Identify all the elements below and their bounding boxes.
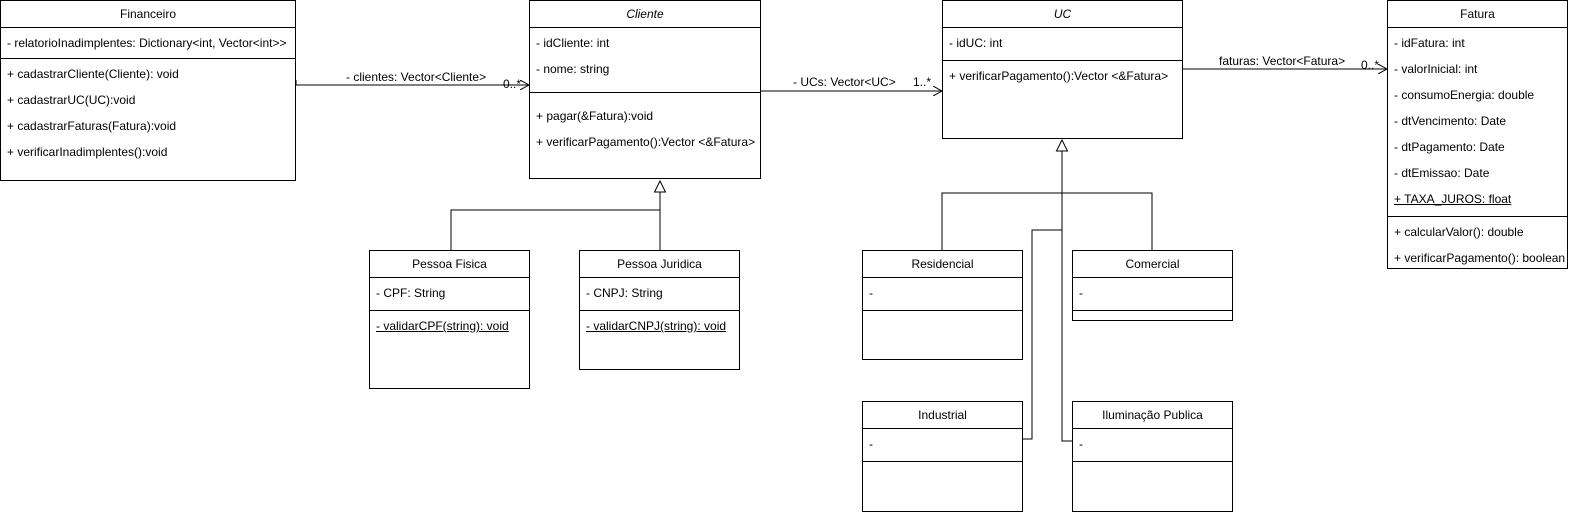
class-cliente-attributes: - idCliente: int - nome: string bbox=[530, 28, 760, 93]
method-cadastrar-faturas: + cadastrarFaturas(Fatura):void bbox=[7, 119, 177, 133]
class-cliente-title: Cliente bbox=[530, 1, 760, 28]
association-faturas-multiplicity: 0..* bbox=[1361, 58, 1380, 72]
attribute-id-cliente: - idCliente: int bbox=[536, 36, 610, 50]
association-ucs-multiplicity: 1..* bbox=[913, 75, 932, 89]
method-validar-cnpj: - validarCNPJ(string): void bbox=[586, 319, 727, 333]
class-pessoa-juridica-attributes: - CNPJ: String bbox=[580, 278, 739, 311]
attribute-cpf: - CPF: String bbox=[376, 286, 446, 300]
generalization-uc-arrowhead bbox=[1055, 138, 1069, 152]
class-pessoa-fisica-title: Pessoa Fisica bbox=[370, 251, 529, 278]
attribute-placeholder: - bbox=[1079, 437, 1083, 451]
attribute-id-fatura: - idFatura: int bbox=[1394, 36, 1465, 50]
method-verificar-pagamento: + verificarPagamento(): boolean bbox=[1394, 251, 1566, 265]
attribute-placeholder: - bbox=[869, 286, 873, 300]
class-industrial-attributes: - bbox=[863, 429, 1022, 462]
class-financeiro-title: Financeiro bbox=[1, 1, 295, 28]
class-fatura-title: Fatura bbox=[1388, 1, 1567, 28]
attribute-consumo-energia: - consumoEnergia: double bbox=[1394, 88, 1535, 102]
generalization-uc-trunk-line bbox=[1061, 151, 1072, 442]
method-calcular-valor: + calcularValor(): double bbox=[1394, 225, 1524, 239]
class-comercial-title: Comercial bbox=[1073, 251, 1232, 278]
attribute-dt-pagamento: - dtPagamento: Date bbox=[1394, 140, 1505, 154]
generalization-cliente-arrowhead bbox=[653, 179, 667, 193]
class-industrial[interactable]: Industrial - bbox=[862, 401, 1023, 512]
class-iluminacao-publica-attributes: - bbox=[1073, 429, 1232, 462]
class-fatura-attributes: - idFatura: int - valorInicial: int - co… bbox=[1388, 28, 1567, 217]
class-cliente[interactable]: Cliente - idCliente: int - nome: string … bbox=[529, 0, 761, 179]
association-faturas-role: faturas: Vector<Fatura> bbox=[1219, 54, 1346, 68]
attribute-taxa-juros: + TAXA_JUROS: float bbox=[1394, 192, 1512, 206]
attribute-placeholder: - bbox=[869, 437, 873, 451]
association-clientes-multiplicity: 0..* bbox=[503, 77, 522, 91]
class-fatura[interactable]: Fatura - idFatura: int - valorInicial: i… bbox=[1387, 0, 1568, 269]
method-pagar: + pagar(&Fatura):void bbox=[536, 109, 654, 123]
attribute-valor-inicial: - valorInicial: int bbox=[1394, 62, 1478, 76]
generalization-residencial-line bbox=[941, 192, 1153, 250]
class-iluminacao-publica-title: Iluminação Publica bbox=[1073, 402, 1232, 429]
class-industrial-title: Industrial bbox=[863, 402, 1022, 429]
class-residencial[interactable]: Residencial - bbox=[862, 250, 1023, 360]
attribute-relatorio-inadimplentes: - relatorioInadimplentes: Dictionary<int… bbox=[7, 36, 287, 50]
attribute-dt-vencimento: - dtVencimento: Date bbox=[1394, 114, 1507, 128]
method-verificar-pagamento: + verificarPagamento():Vector <&Fatura> bbox=[949, 69, 1169, 83]
attribute-id-uc: - idUC: int bbox=[949, 36, 1003, 50]
method-verificar-inadimplentes: + verificarInadimplentes():void bbox=[7, 145, 168, 159]
class-uc-title: UC bbox=[943, 1, 1182, 28]
class-pessoa-juridica-title: Pessoa Juridica bbox=[580, 251, 739, 278]
generalization-pessoa-fisica-line bbox=[450, 209, 660, 250]
class-pessoa-fisica-attributes: - CPF: String bbox=[370, 278, 529, 311]
association-clientes-role: - clientes: Vector<Cliente> bbox=[346, 70, 487, 84]
class-financeiro-methods: + cadastrarCliente(Cliente): void + cada… bbox=[1, 59, 295, 165]
class-fatura-methods: + calcularValor(): double + verificarPag… bbox=[1388, 217, 1567, 271]
association-clientes-line bbox=[295, 80, 529, 85]
attribute-dt-emissao: - dtEmissao: Date bbox=[1394, 166, 1490, 180]
class-residencial-attributes: - bbox=[863, 278, 1022, 311]
attribute-nome: - nome: string bbox=[536, 62, 610, 76]
association-ucs-role: - UCs: Vector<UC> bbox=[793, 75, 896, 89]
class-cliente-methods: + pagar(&Fatura):void + verificarPagamen… bbox=[530, 93, 760, 155]
class-pessoa-juridica-methods: - validarCNPJ(string): void bbox=[580, 311, 739, 339]
class-pessoa-juridica[interactable]: Pessoa Juridica - CNPJ: String - validar… bbox=[579, 250, 740, 370]
method-cadastrar-uc: + cadastrarUC(UC):void bbox=[7, 93, 136, 107]
class-uc-attributes: - idUC: int bbox=[943, 28, 1182, 61]
class-pessoa-fisica[interactable]: Pessoa Fisica - CPF: String - validarCPF… bbox=[369, 250, 530, 389]
class-uc[interactable]: UC - idUC: int + verificarPagamento():Ve… bbox=[942, 0, 1183, 139]
method-cadastrar-cliente: + cadastrarCliente(Cliente): void bbox=[7, 67, 179, 81]
class-comercial-attributes: - bbox=[1073, 278, 1232, 311]
class-iluminacao-publica[interactable]: Iluminação Publica - bbox=[1072, 401, 1233, 512]
attribute-cnpj: - CNPJ: String bbox=[586, 286, 663, 300]
method-validar-cpf: - validarCPF(string): void bbox=[376, 319, 509, 333]
class-comercial[interactable]: Comercial - bbox=[1072, 250, 1233, 321]
method-verificar-pagamento: + verificarPagamento():Vector <&Fatura> bbox=[536, 135, 756, 149]
class-financeiro[interactable]: Financeiro - relatorioInadimplentes: Dic… bbox=[0, 0, 296, 181]
class-residencial-title: Residencial bbox=[863, 251, 1022, 278]
class-pessoa-fisica-methods: - validarCPF(string): void bbox=[370, 311, 529, 339]
attribute-placeholder: - bbox=[1079, 286, 1083, 300]
class-financeiro-attributes: - relatorioInadimplentes: Dictionary<int… bbox=[1, 28, 295, 59]
generalization-industrial-line bbox=[1022, 229, 1062, 440]
class-uc-methods: + verificarPagamento():Vector <&Fatura> bbox=[943, 61, 1182, 89]
